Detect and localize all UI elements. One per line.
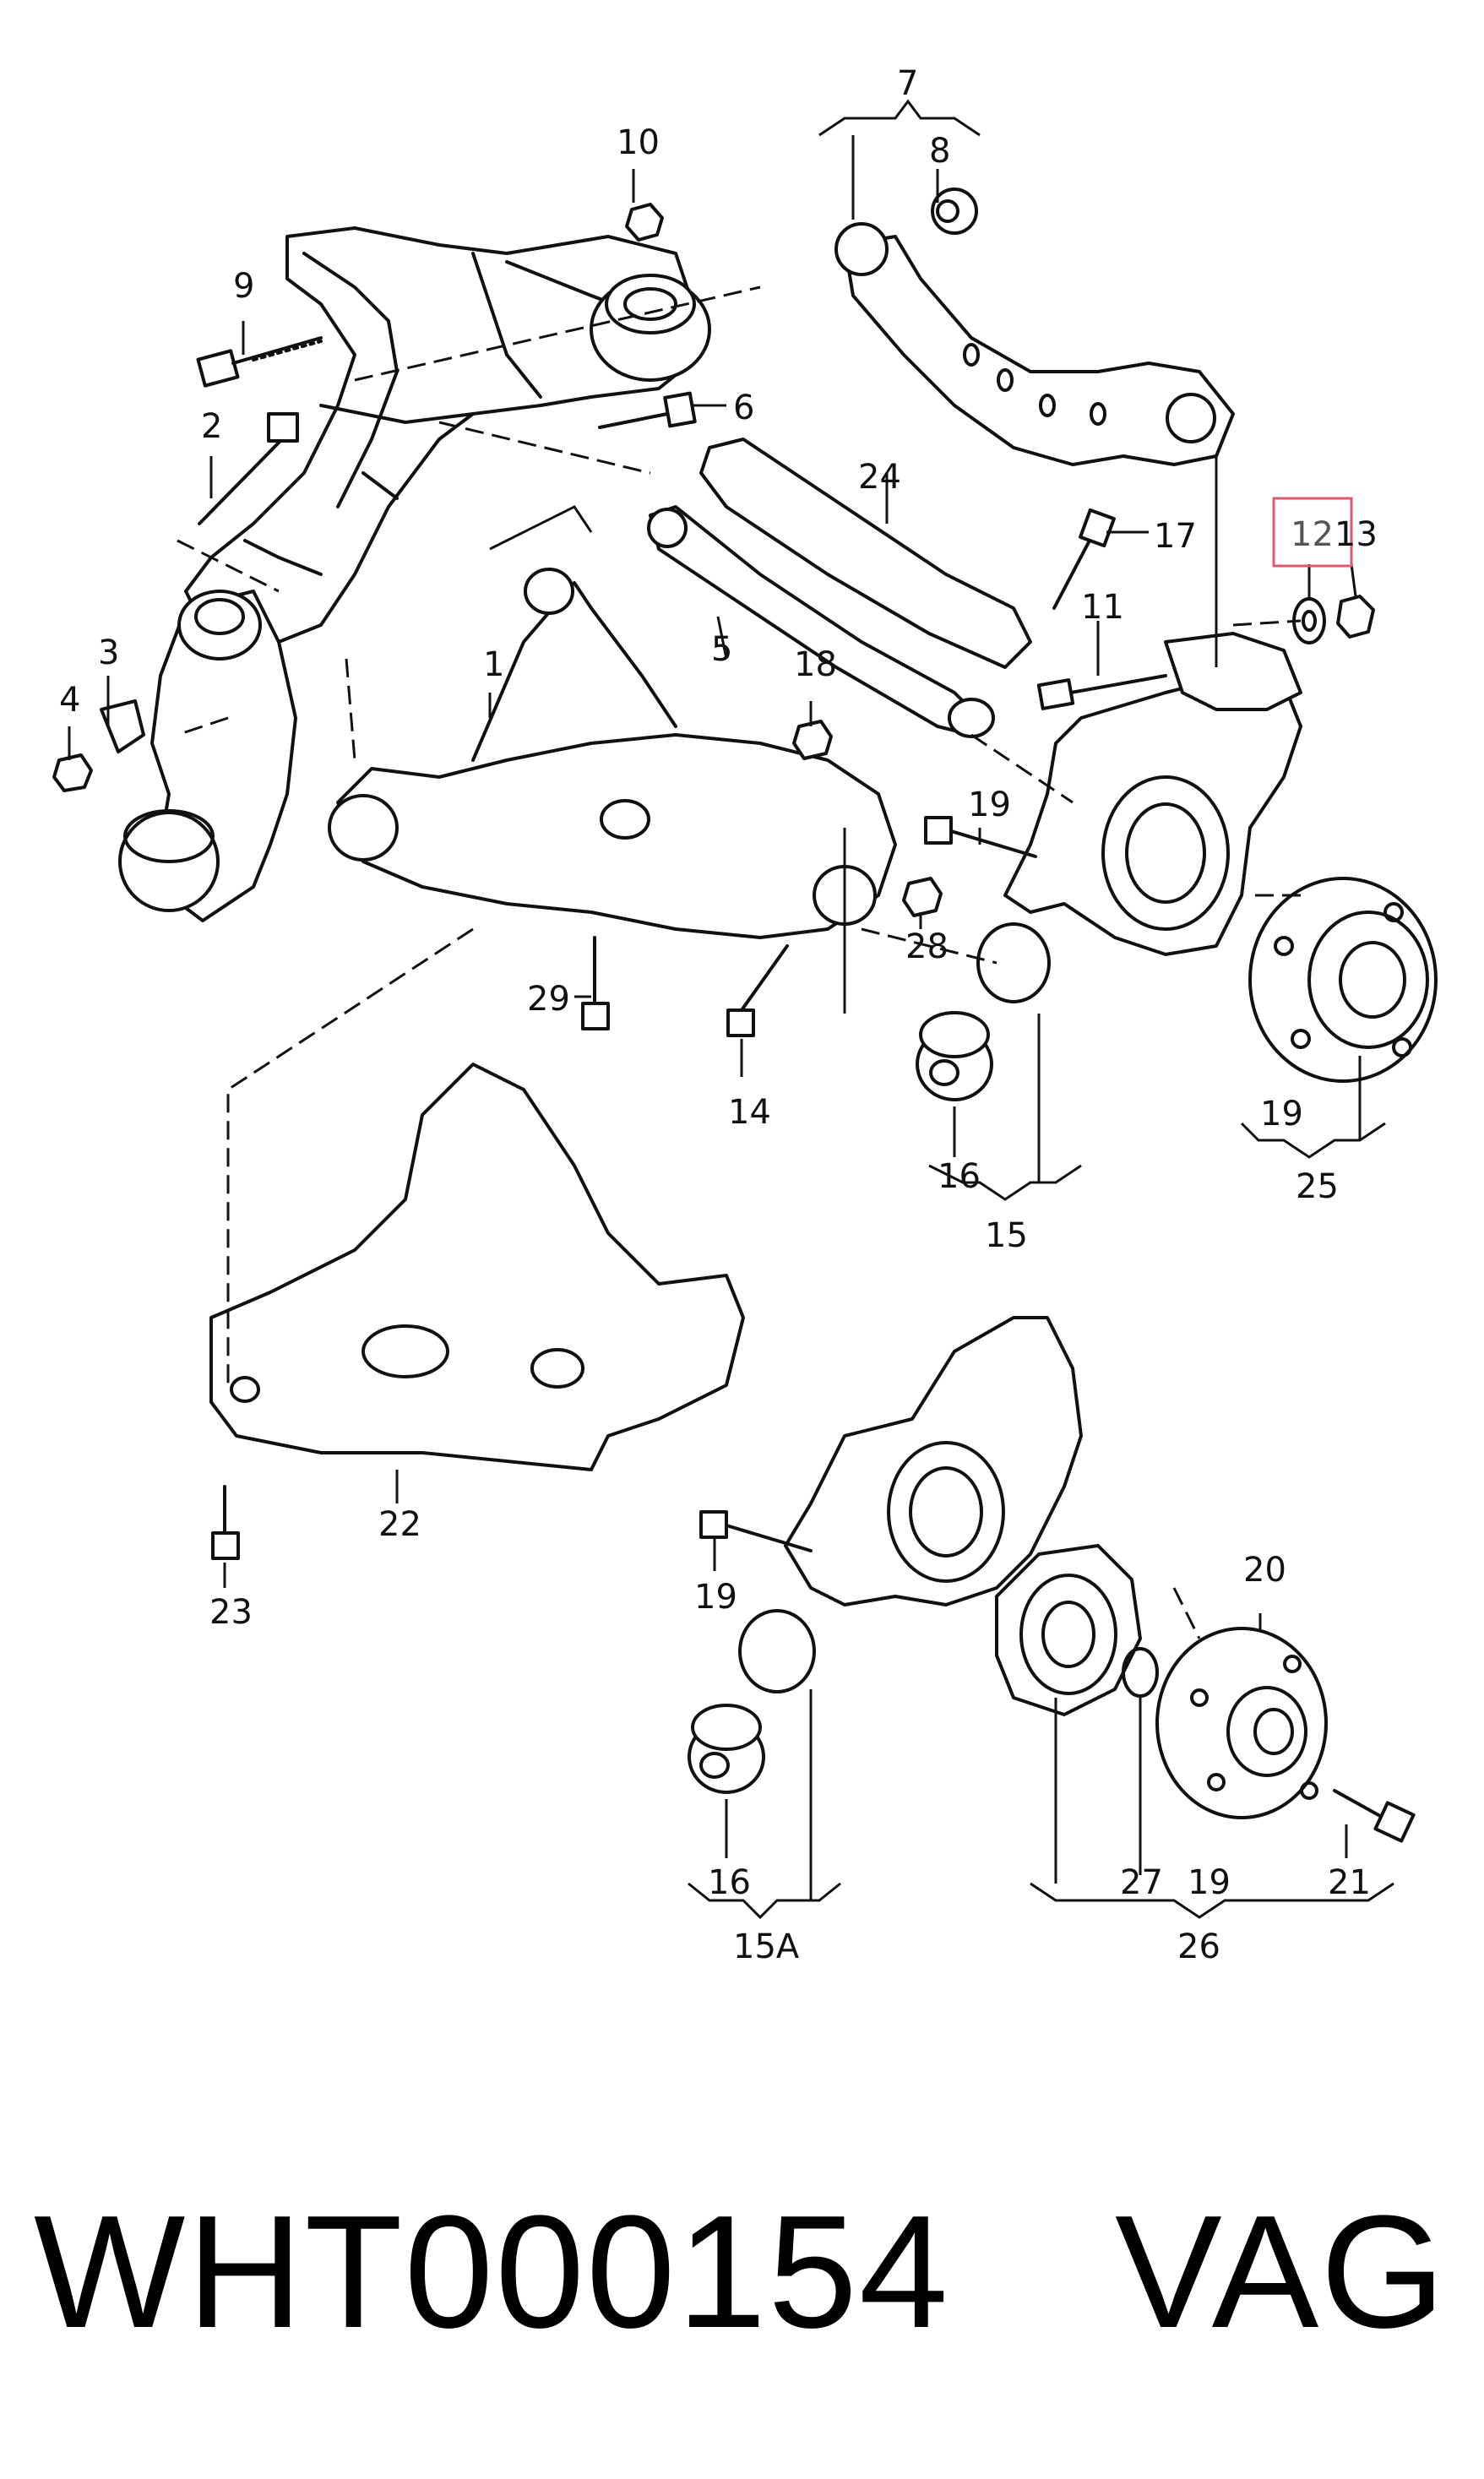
lateral-link-5 [647,505,995,738]
wheel-bearing-housing-15a [738,1316,1083,1693]
callout-6: 6 [733,389,754,427]
callout-3: 3 [98,633,119,672]
bolt-6 [598,391,697,429]
callout-22: 22 [378,1505,421,1544]
callout-18: 18 [794,645,837,684]
bushing-16-upper [916,1011,993,1101]
wheel-hub-25 [1248,877,1438,1083]
callout-24: 24 [858,458,901,497]
callout-7: 7 [897,64,918,103]
callout-13: 13 [1335,515,1378,554]
bolt-9 [196,336,323,388]
callout-26: 26 [1177,1927,1220,1966]
bolt-29 [581,936,610,1030]
wheel-bearing-26 [995,1544,1142,1716]
bolt-14 [726,944,789,1037]
group-brackets [489,99,1394,1920]
callout-labels: 7 8 10 9 2 6 24 17 12 13 11 5 3 1 18 4 1… [59,64,1378,1966]
callout-9: 9 [233,267,254,306]
bolt-21 [1333,1789,1416,1843]
callout-20: 20 [1243,1551,1286,1590]
nut-4 [52,753,93,792]
callout-5: 5 [711,630,732,669]
bolt-10 [625,203,664,242]
caption-bar: WHT000154 VAG [0,2179,1484,2365]
subframe-bushing-front [118,809,220,912]
wheel-bearing-housing-15 [976,632,1302,1003]
upper-control-arm [834,222,1235,466]
wheel-hub-20 [1155,1627,1328,1819]
subframe-bushing-rear [590,274,711,382]
callout-14: 14 [728,1093,771,1132]
callout-29: 29 [527,980,570,1019]
callout-1: 1 [483,645,504,684]
bolt-11 [1036,674,1167,710]
bolt-19-upper [924,816,1037,858]
circlip-27 [1122,1647,1159,1698]
callout-27: 27 [1120,1863,1163,1902]
callout-15: 15 [985,1216,1028,1255]
callout-28: 28 [905,927,949,966]
callout-21: 21 [1328,1863,1371,1902]
clip-3 [100,699,145,753]
callout-10: 10 [617,123,660,162]
callout-8: 8 [929,132,950,171]
bolt-2 [198,412,299,525]
callout-19c: 19 [694,1578,737,1617]
callout-17: 17 [1154,517,1197,556]
nut-13 [1336,595,1375,639]
callout-12: 12 [1291,515,1334,554]
part-number: WHT000154 [34,2183,950,2362]
callout-16a: 16 [938,1157,981,1196]
callout-4: 4 [59,681,80,720]
bolt-23 [211,1485,240,1560]
callout-11: 11 [1081,588,1124,627]
callout-15a: 15A [733,1927,800,1966]
lower-control-arm [328,568,897,939]
callout-16b: 16 [708,1863,751,1902]
nut-28 [902,877,943,917]
bushing-8 [931,188,978,235]
callout-2: 2 [201,407,222,446]
toe-link-24 [699,438,1032,669]
assembly-lines [177,285,1302,1639]
nut-18 [792,720,833,760]
callout-19a: 19 [968,786,1011,824]
callout-25: 25 [1296,1167,1339,1206]
callout-12-highlight [1272,497,1353,568]
bushing-16-lower [688,1704,765,1794]
callout-19d: 19 [1188,1863,1231,1902]
bolt-19-lower [699,1510,813,1552]
leader-lines [68,169,1357,1875]
underbody-guard-22 [209,1063,745,1471]
callout-19b: 19 [1260,1095,1303,1133]
callout-23: 23 [209,1593,253,1632]
brand-name: VAG [1115,2183,1448,2362]
